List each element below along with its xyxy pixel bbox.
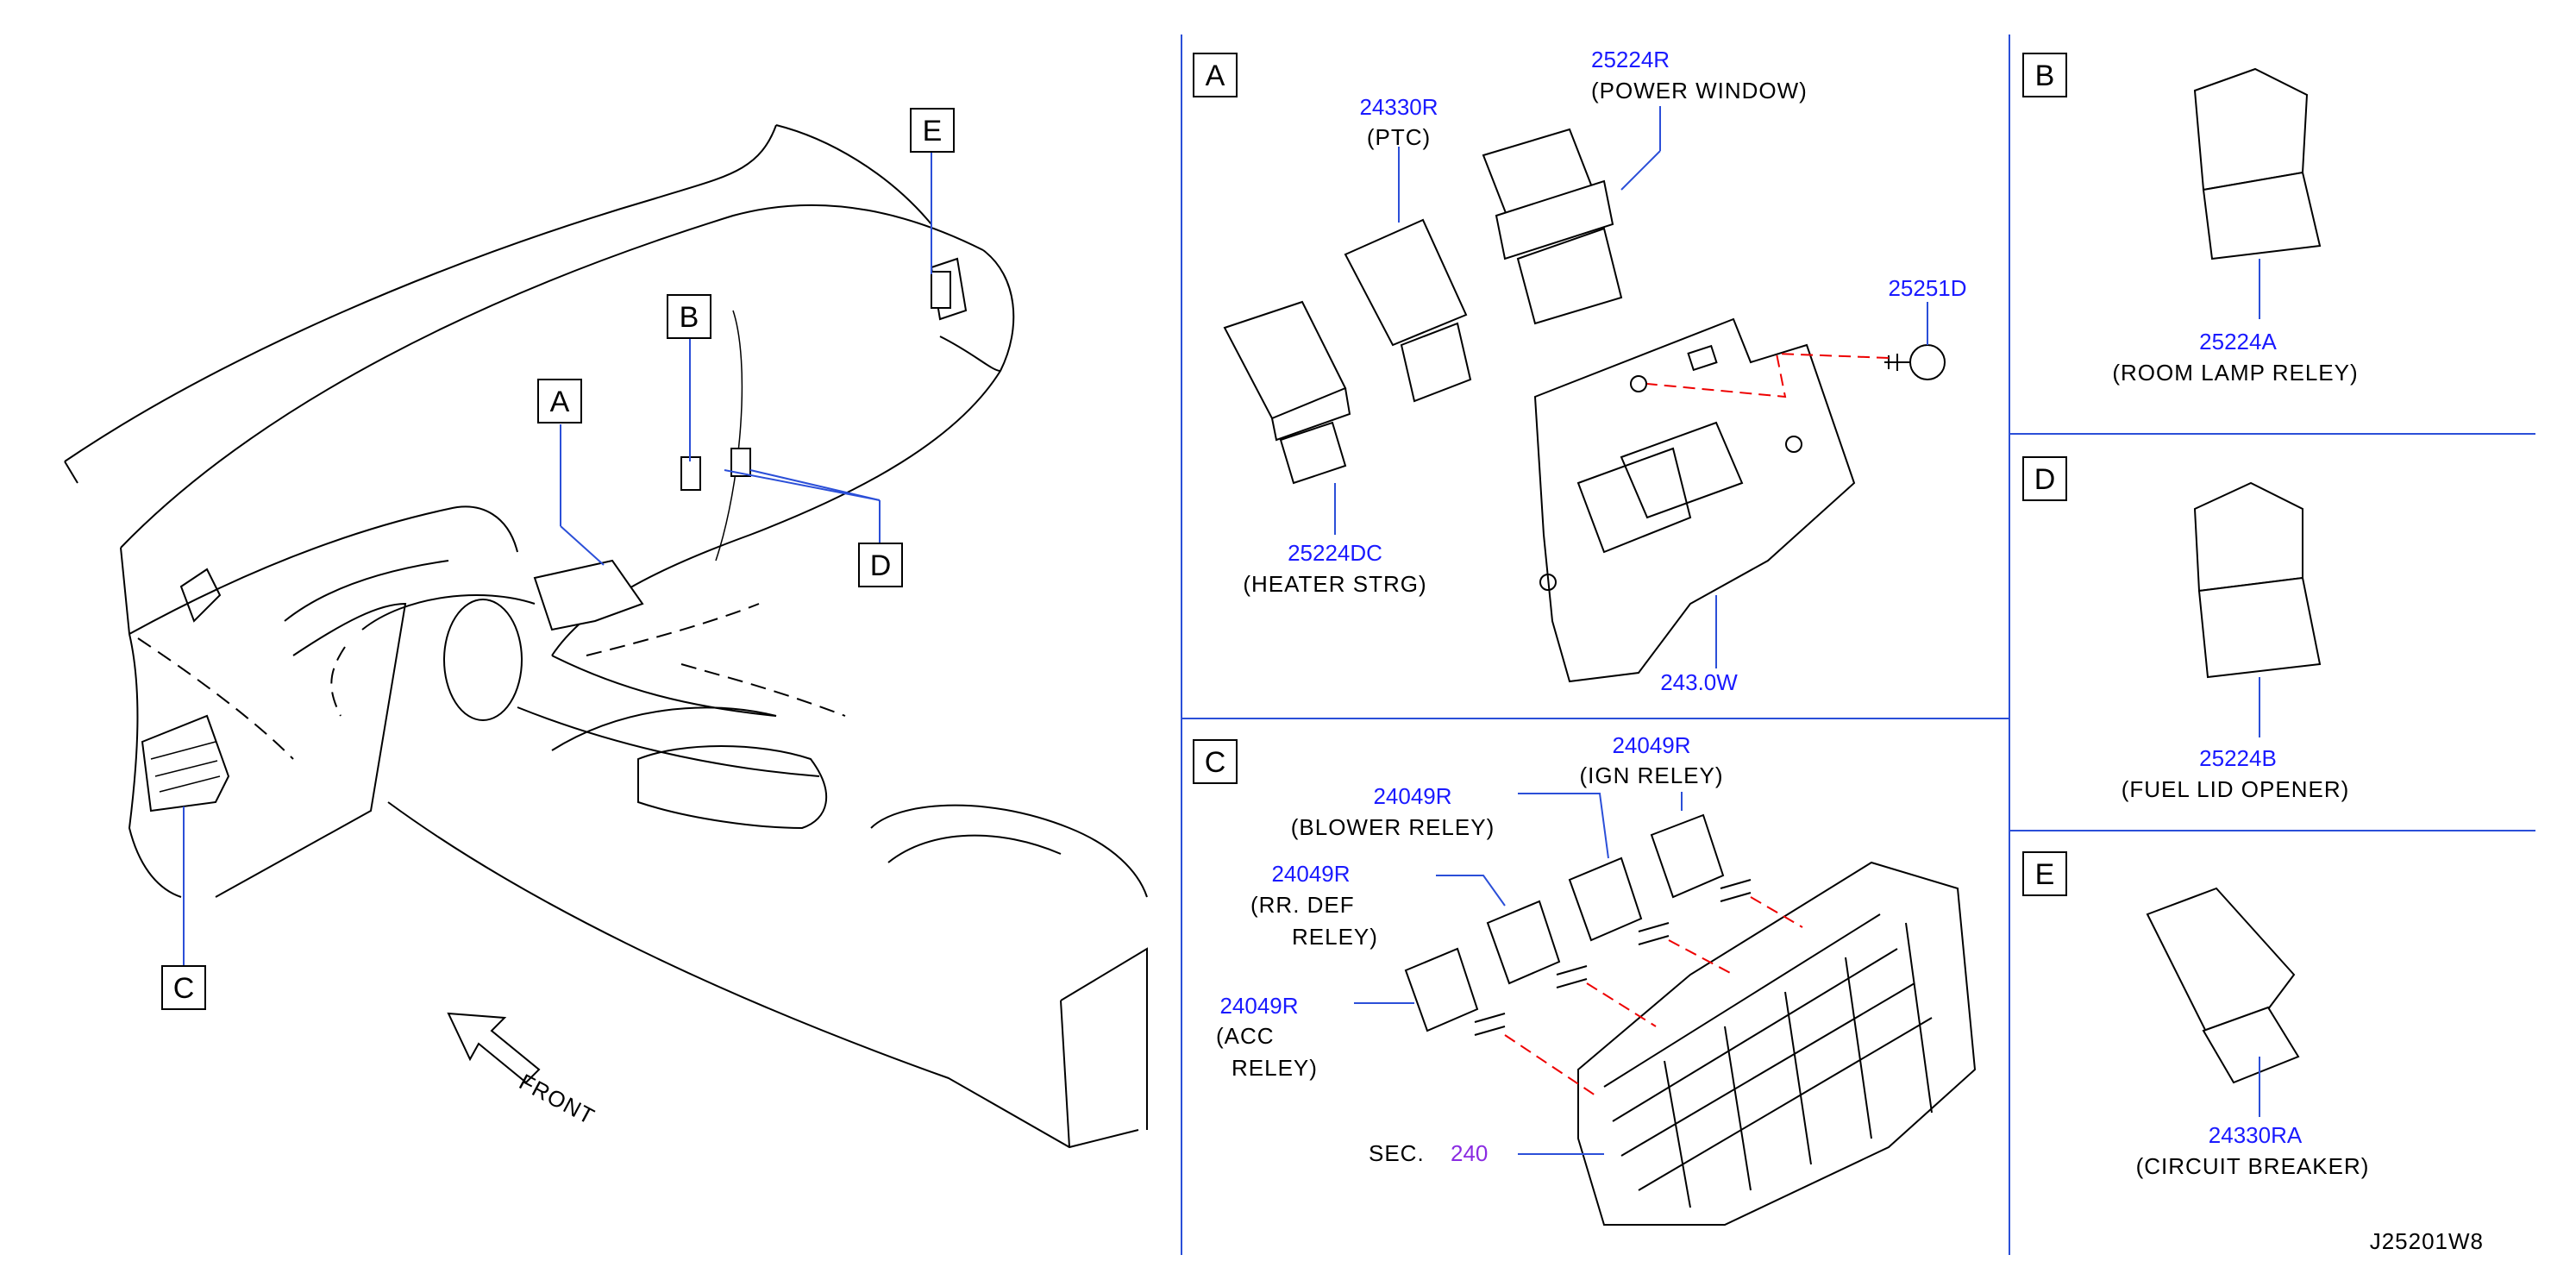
panel-letter: C [1205,746,1226,779]
dashboard-overview-drawing [64,124,1148,1149]
part-number: 25224A [2199,329,2277,355]
part-number: 24330RA [2209,1122,2303,1148]
part-number: 25251D [1888,275,1966,301]
overview-label-b: B [667,294,711,339]
part-number: 24049R [1271,861,1350,887]
part-description: (IGN RELEY) [1579,762,1723,788]
part-number: 24049R [1612,732,1690,758]
part-description: (FUEL LID OPENER) [2122,776,2350,802]
part-number: 25224DC [1288,540,1382,566]
part-number: 24049R [1373,783,1451,809]
panel-d: D 25224B (FUEL LID OPENER) [2022,456,2350,802]
panel-letter: B [2035,60,2055,92]
part-description: RELEY) [1292,924,1378,950]
part-number: 25224B [2199,745,2277,771]
part-description: (POWER WINDOW) [1591,78,1808,104]
overview-label-d: D [858,543,903,587]
location-label: C [173,972,195,1005]
part-number: 243.0W [1660,669,1738,695]
part-number: 24330R [1359,94,1438,120]
panel-letter: A [1206,60,1225,92]
location-label: D [870,549,892,582]
panel-letter: E [2035,858,2055,891]
part-number: 24049R [1219,993,1298,1019]
part-description: (BLOWER RELEY) [1291,814,1495,840]
part-description: RELEY) [1232,1055,1318,1081]
location-label: E [923,115,943,147]
front-label: FRONT [515,1069,599,1130]
panel-letter: D [2034,463,2056,496]
overview-label-e: E [910,108,955,153]
part-number: 25224R [1591,47,1670,72]
part-description: (RR. DEF [1250,892,1355,918]
part-description: (ACC [1216,1023,1275,1049]
overview-leader-lines [183,150,932,966]
part-description: (CIRCUIT BREAKER) [2136,1153,2370,1179]
panel-dividers [1181,35,2535,1255]
part-description: (PTC) [1367,124,1431,150]
location-label: A [550,386,570,418]
section-reference: SEC. [1369,1140,1425,1166]
location-label: B [680,301,699,334]
diagram-code: J25201W8 [2370,1228,2484,1254]
panel-c: C 24049R (IGN RELEY) 24049R (BLOWER RELE… [1193,732,1977,1226]
part-description: (ROOM LAMP RELEY) [2112,360,2358,386]
overview-label-c: C [161,965,206,1010]
part-description: (HEATER STRG) [1243,571,1426,597]
panel-a: A 24330R (PTC) 25224R ( [1193,47,1967,695]
panel-b: B 25224A (ROOM LAMP RELEY) [2022,53,2358,386]
overview-label-a: A [537,379,582,424]
section-reference: 240 [1451,1140,1488,1166]
panel-e: E 24330RA (CIRCUIT BREAKER) [2022,851,2370,1179]
